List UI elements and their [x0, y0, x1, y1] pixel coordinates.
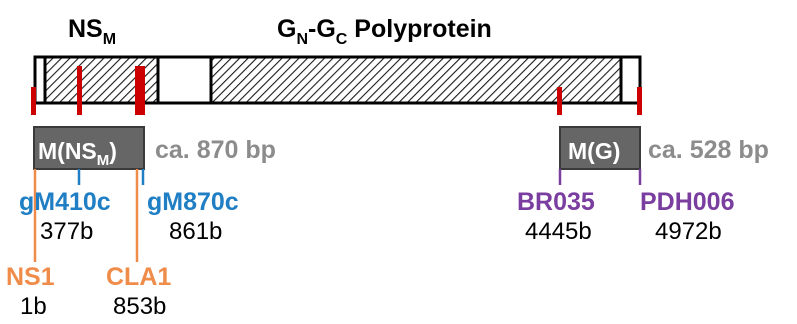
genome-bar: [33, 55, 642, 105]
primer-pdh006-pos: 4972b: [655, 218, 722, 245]
amplicon-nsm-size: ca. 870 bp: [155, 136, 276, 164]
primer-ns1-pos: 1b: [20, 293, 47, 320]
marker-gm410c: [77, 66, 82, 115]
primer-gm410c-name: gM410c: [19, 188, 111, 216]
primer-gm870c-pos: 861b: [169, 218, 222, 245]
primer-ns1: NS1 1b: [6, 263, 55, 320]
amplicon-nsm-box: [33, 126, 145, 170]
gngc-region: [209, 55, 623, 105]
nsm-title: NSM: [68, 15, 116, 48]
primer-gm870c-name: gM870c: [147, 188, 239, 216]
primer-gm870c: gM870c 861b: [147, 188, 239, 245]
marker-br035: [557, 87, 562, 115]
amplicon-g-size: ca. 528 bp: [648, 136, 769, 164]
polyprotein-title: GN-GC Polyprotein: [277, 15, 492, 48]
primer-br035-pos: 4445b: [525, 218, 592, 245]
primer-pdh006: PDH006 4972b: [640, 188, 735, 245]
primer-br035: BR035 4445b: [517, 188, 595, 245]
amplicon-g-label: M(G): [568, 138, 620, 164]
primer-cla1-name: CLA1: [106, 263, 171, 291]
marker-pdh006: [637, 87, 642, 115]
amplicon-nsm: M(NSM) ca. 870 bp: [33, 126, 276, 170]
marker-ns1: [31, 87, 36, 115]
primer-gm410c-pos: 377b: [40, 218, 93, 245]
marker-gm870c: [140, 66, 145, 115]
amplicon-nsm-label: M(NSM): [38, 138, 117, 169]
gap-region: [156, 55, 213, 105]
primer-ns1-name: NS1: [6, 263, 55, 291]
primer-markers: [31, 66, 642, 115]
primer-cla1: CLA1 853b: [106, 263, 171, 320]
primer-br035-name: BR035: [517, 188, 595, 216]
primer-pdh006-name: PDH006: [640, 188, 735, 216]
primer-gm410c: gM410c 377b: [19, 188, 111, 245]
marker-cla1: [135, 66, 140, 115]
amplicon-g: M(G) ca. 528 bp: [559, 126, 769, 170]
primer-cla1-pos: 853b: [113, 293, 166, 320]
connector-lines: [33, 169, 642, 262]
amplicon-g-box: [559, 126, 641, 170]
